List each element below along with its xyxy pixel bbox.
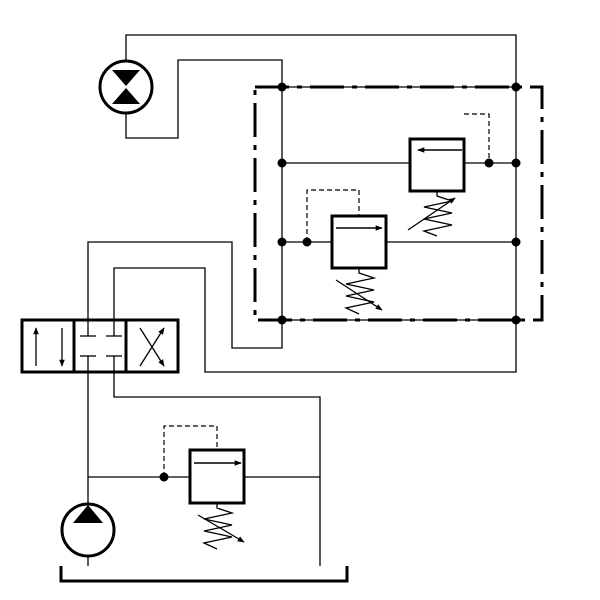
bidirectional-motor-icon[interactable] [98,59,154,115]
relief-valve-middle[interactable] [330,214,388,315]
motor-lower-line [87,59,283,349]
junction-dots [159,82,521,482]
unidirectional-pump-icon[interactable] [60,502,116,558]
directional-control-valve[interactable] [20,318,180,374]
spring-icon [201,503,235,550]
pilot-line-middle [306,189,360,242]
valve-block-enclosure [253,85,544,322]
spring-icon [421,191,455,237]
relief-valve-upper[interactable] [407,137,466,237]
spring-icon [343,268,377,315]
motor-upper-line [113,34,517,373]
valve-tank-line [113,372,321,566]
pilot-line-main [163,425,218,477]
pilot-line-upper [464,113,490,163]
tank-icon [59,566,349,583]
pilot-lines [163,113,490,477]
relief-valve-main[interactable] [188,448,246,550]
hydraulic-lines [87,34,517,566]
